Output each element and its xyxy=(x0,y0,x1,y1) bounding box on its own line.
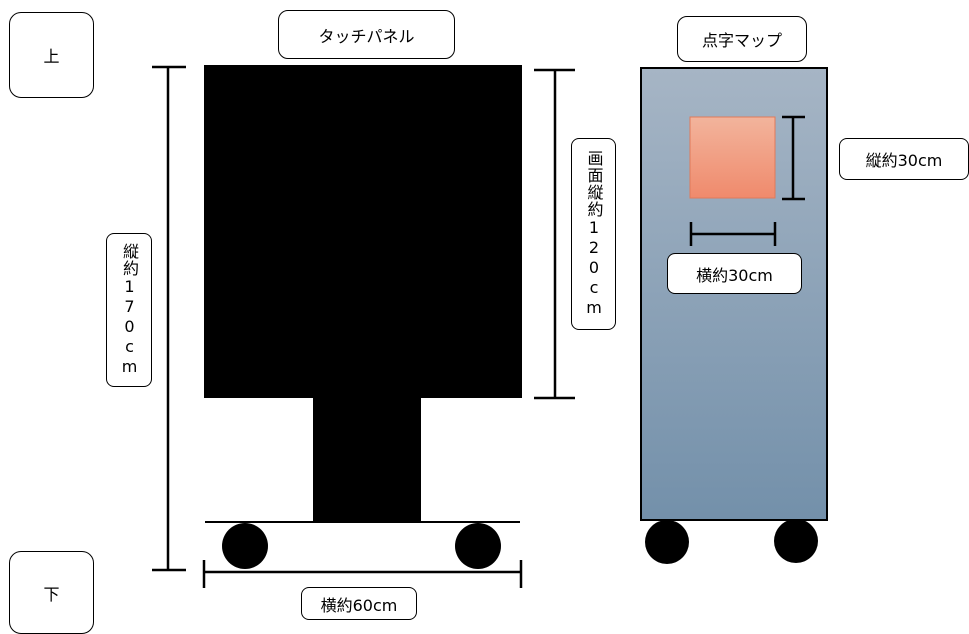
down-label: 下 xyxy=(9,551,94,634)
up-label: 上 xyxy=(9,12,94,98)
height-30-dimension xyxy=(782,115,805,201)
touch-panel-screen xyxy=(204,65,522,398)
width-30-dimension xyxy=(689,222,777,246)
total-height-dimension xyxy=(152,65,186,572)
braille-map-wheel-right xyxy=(774,519,818,563)
touch-panel-wheel-right xyxy=(455,523,501,569)
braille-map-label: 点字マップ xyxy=(677,16,807,62)
screen-height-dimension xyxy=(534,68,575,400)
braille-map-square xyxy=(689,116,776,199)
touch-panel-wheel-left xyxy=(222,523,268,569)
screen-height-label: 画面縦約120cm xyxy=(571,138,616,330)
width-60-label: 横約60cm xyxy=(301,587,417,620)
braille-map-wheel-left xyxy=(645,520,689,564)
width-60-dimension xyxy=(202,560,523,588)
total-height-label: 縦約170cm xyxy=(106,233,152,387)
height-30-label: 縦約30cm xyxy=(839,138,969,180)
touch-panel-label: タッチパネル xyxy=(278,10,455,59)
touch-panel-stand xyxy=(313,398,421,522)
width-30-label: 横約30cm xyxy=(667,253,802,294)
